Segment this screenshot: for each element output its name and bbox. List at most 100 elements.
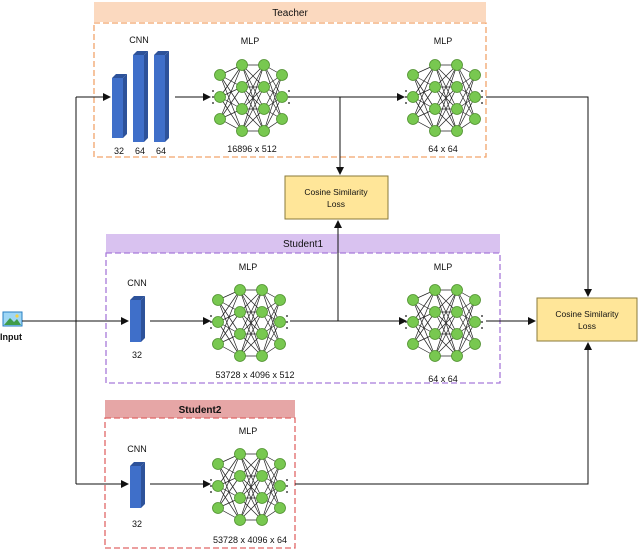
neuron-node: [234, 492, 246, 504]
neuron-node: [256, 284, 268, 296]
connectors: [22, 93, 592, 488]
neuron-node: [276, 113, 288, 125]
neuron-node: [429, 103, 441, 115]
neuron-node: [407, 113, 419, 125]
neuron-node: [234, 306, 246, 318]
neuron-node: [429, 328, 441, 340]
neuron-node: [407, 316, 419, 328]
neuron-node: [212, 338, 224, 350]
neuron-node: [212, 480, 224, 492]
neuron-node: [234, 470, 246, 482]
student1-mlp2-network: [405, 284, 483, 362]
neuron-node: [469, 69, 481, 81]
neuron-node: [276, 91, 288, 103]
neuron-node: [212, 502, 224, 514]
neuron-node: [451, 59, 463, 71]
student1-mlp1-label: MLP: [239, 262, 258, 272]
neuron-node: [212, 458, 224, 470]
neuron-node: [429, 350, 441, 362]
cnn-layer-icon: [133, 51, 148, 142]
neuron-node: [429, 81, 441, 93]
student1-cnn-label: CNN: [127, 278, 147, 288]
neuron-node: [274, 294, 286, 306]
loss-box-right: Cosine Similarity Loss: [536, 297, 638, 342]
student1-mlp1-dims: 53728 x 4096 x 512: [215, 370, 294, 380]
neuron-node: [214, 113, 226, 125]
neuron-node: [407, 294, 419, 306]
neuron-node: [234, 284, 246, 296]
arrow-student2-to-loss-right: [295, 342, 592, 485]
loss-box-middle-rect: [284, 175, 389, 220]
student2-cnn-size: 32: [132, 519, 142, 529]
neuron-node: [451, 328, 463, 340]
neuron-node: [256, 470, 268, 482]
loss-box-middle: Cosine Similarity Loss: [284, 175, 389, 220]
neuron-node: [214, 91, 226, 103]
neuron-node: [236, 125, 248, 137]
cnn-layer-icon: [112, 74, 127, 138]
student1-mlp2-dims: 64 x 64: [428, 374, 458, 384]
teacher-mlp1-network: [212, 59, 290, 137]
teacher-mlp2-dims: 64 x 64: [428, 144, 458, 154]
cnn-layer-icon: [130, 462, 145, 508]
arrow-teacher-to-loss-right: [486, 96, 592, 297]
student2-title: Student2: [179, 405, 222, 416]
neuron-node: [236, 59, 248, 71]
cnn-layer-icon: [130, 296, 145, 342]
teacher-frame: [93, 22, 487, 158]
student1-cnn-size: 32: [132, 350, 142, 360]
neuron-node: [407, 91, 419, 103]
neuron-node: [407, 338, 419, 350]
neuron-node: [234, 448, 246, 460]
student2-frame: [104, 417, 296, 549]
neuron-node: [469, 294, 481, 306]
neuron-node: [429, 59, 441, 71]
teacher-cnn-stack: [112, 51, 169, 142]
teacher-group: Teacher CNN 32 64 64 MLP 16896 x 512 MLP…: [93, 2, 487, 158]
neuron-node: [451, 103, 463, 115]
neuron-node: [256, 514, 268, 526]
teacher-cnn-size-1: 32: [114, 146, 124, 156]
neuron-node: [276, 69, 288, 81]
loss-middle-line2: Loss: [327, 199, 345, 209]
neuron-node: [256, 448, 268, 460]
input-label: Input: [0, 332, 22, 342]
neuron-node: [451, 350, 463, 362]
loss-right-line1: Cosine Similarity: [555, 309, 619, 319]
teacher-mlp2-network: [405, 59, 483, 137]
neuron-node: [236, 81, 248, 93]
student1-header: [106, 234, 500, 253]
neuron-node: [451, 125, 463, 137]
teacher-cnn-size-3: 64: [156, 146, 166, 156]
neuron-node: [469, 91, 481, 103]
student1-mlp1-network: [210, 284, 288, 362]
neuron-node: [258, 125, 270, 137]
neuron-node: [256, 350, 268, 362]
neuron-node: [212, 316, 224, 328]
neuron-node: [429, 284, 441, 296]
neuron-node: [469, 316, 481, 328]
cnn-layer-icon: [154, 51, 169, 142]
student1-title: Student1: [283, 239, 323, 250]
student2-group: Student2 CNN 32 MLP 53728 x 4096 x 64: [104, 400, 296, 549]
student1-group: Student1 CNN 32 MLP 53728 x 4096 x 512 M…: [105, 234, 501, 384]
neuron-node: [256, 306, 268, 318]
neuron-node: [236, 103, 248, 115]
loss-box-right-rect: [536, 297, 638, 342]
neuron-node: [274, 458, 286, 470]
loss-right-line2: Loss: [578, 321, 596, 331]
neuron-node: [256, 328, 268, 340]
neuron-node: [451, 306, 463, 318]
student1-mlp2-label: MLP: [434, 262, 453, 272]
neuron-node: [451, 81, 463, 93]
neuron-node: [234, 350, 246, 362]
neuron-node: [234, 328, 246, 340]
teacher-cnn-label: CNN: [129, 35, 149, 45]
neuron-node: [234, 514, 246, 526]
neuron-node: [274, 480, 286, 492]
teacher-title: Teacher: [272, 8, 308, 19]
student2-mlp-label: MLP: [239, 426, 258, 436]
neuron-node: [258, 81, 270, 93]
neuron-node: [258, 103, 270, 115]
